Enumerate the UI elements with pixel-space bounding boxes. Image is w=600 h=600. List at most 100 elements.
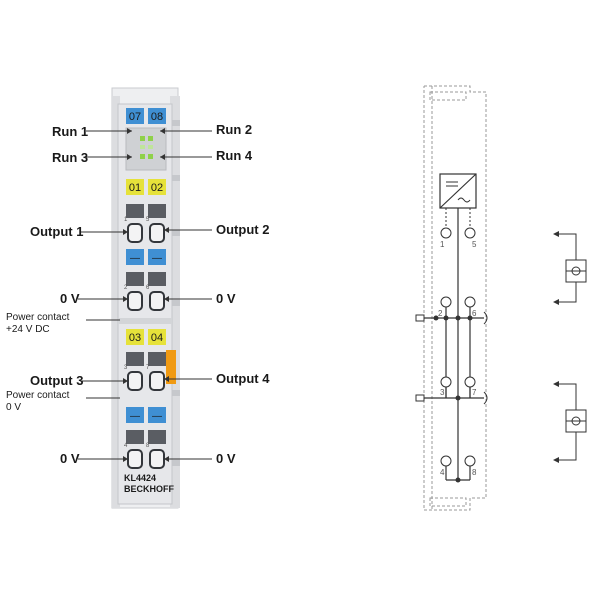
arrowhead xyxy=(164,376,169,382)
badge-dash-4-label: — xyxy=(152,411,162,422)
release-tab[interactable] xyxy=(166,350,176,384)
pin-label-2: 2 xyxy=(124,285,128,291)
spring-clamp-8[interactable] xyxy=(149,449,165,469)
clamp-slot xyxy=(126,352,144,366)
badge-04 xyxy=(148,329,166,345)
clamp-slot xyxy=(126,204,144,218)
notch xyxy=(172,300,180,306)
badge-04-label: 04 xyxy=(151,332,163,344)
load-1-wire-top xyxy=(556,233,577,260)
badge-08 xyxy=(148,108,166,124)
badge-01-label: 01 xyxy=(129,182,141,194)
clamp-block-1: 1 5 xyxy=(124,204,166,243)
label-run4: Run 4 xyxy=(216,148,253,163)
load-1-arrow-top xyxy=(553,231,559,237)
badge-01 xyxy=(126,179,144,195)
label-0v-left-2: 0 V xyxy=(60,451,80,466)
callout-lines xyxy=(78,130,212,460)
arrowhead xyxy=(164,456,169,462)
badge-dash-3-label: — xyxy=(130,411,140,422)
clamp-slot xyxy=(126,272,144,286)
terminal-8 xyxy=(464,455,476,467)
led-dim xyxy=(140,145,145,149)
terminal-4 xyxy=(440,455,452,467)
led-run2 xyxy=(148,136,153,141)
sch-pin-8: 8 xyxy=(472,468,477,477)
badge-dash-3 xyxy=(126,407,144,423)
pin-label-6: 6 xyxy=(146,285,150,291)
pin-label-5: 5 xyxy=(146,217,150,223)
schematic: 1 5 2 6 3 7 4 8 xyxy=(415,85,587,511)
label-run3: Run 3 xyxy=(52,150,88,165)
terminal-2 xyxy=(440,296,452,308)
label-output2: Output 2 xyxy=(216,222,269,237)
clamp-slot xyxy=(148,204,166,218)
spring-clamp-6[interactable] xyxy=(149,291,165,311)
label-0v-right-2: 0 V xyxy=(216,451,236,466)
outline-bottom-tab xyxy=(429,497,467,507)
load-1-wire-bottom xyxy=(556,282,577,303)
pin-label-3: 3 xyxy=(124,365,128,371)
callout-arrowheads xyxy=(123,128,169,462)
spring-clamp-7[interactable] xyxy=(149,371,165,391)
outline-path xyxy=(423,85,487,511)
terminal-7 xyxy=(464,376,476,388)
pin-label-8: 8 xyxy=(146,443,150,449)
labels: Run 1 Run 3 Run 2 Run 4 Output 1 Output … xyxy=(6,122,270,466)
led-window xyxy=(125,127,167,171)
label-power-0v-line2: 0 V xyxy=(6,402,21,413)
contact-left-0v xyxy=(415,394,425,402)
badge-dash-4 xyxy=(148,407,166,423)
junction xyxy=(455,315,461,321)
converter-symbol-wave xyxy=(457,197,471,203)
spring-clamp-4[interactable] xyxy=(127,449,143,469)
label-run2: Run 2 xyxy=(216,122,252,137)
badge-03 xyxy=(126,329,144,345)
sch-pin-6: 6 xyxy=(472,309,477,318)
junction xyxy=(467,315,473,321)
junction xyxy=(443,315,449,321)
label-power-0v-line1: Power contact xyxy=(6,390,70,401)
terminal-3 xyxy=(440,376,452,388)
outline-top-tab xyxy=(429,91,467,101)
notch xyxy=(172,460,180,466)
junction xyxy=(433,315,439,321)
arrowhead xyxy=(127,128,132,134)
brand-label: BECKHOFF xyxy=(124,484,174,494)
clamp-slot xyxy=(148,272,166,286)
model-label: KL4424 xyxy=(124,473,156,483)
badge-03-label: 03 xyxy=(129,332,141,344)
load-1-arrow-bottom xyxy=(553,299,559,305)
arrowhead xyxy=(123,378,128,384)
converter-diagonal xyxy=(439,173,477,209)
arrowhead xyxy=(123,456,128,462)
notch xyxy=(172,120,180,126)
contact-left-24v xyxy=(415,314,425,322)
clamp-block-4: 4 8 xyxy=(124,430,166,469)
load-2 xyxy=(556,383,587,461)
badge-dash-1-label: — xyxy=(130,253,140,264)
label-run1: Run 1 xyxy=(52,124,88,139)
spring-clamp-3[interactable] xyxy=(127,371,143,391)
schematic-pin-numbers: 1 5 2 6 3 7 4 8 xyxy=(438,240,477,477)
schematic-outline xyxy=(423,85,487,511)
arrowhead xyxy=(123,229,128,235)
pin-label-4: 4 xyxy=(124,443,128,449)
pin-label-1: 1 xyxy=(124,217,128,223)
badge-07-label: 07 xyxy=(129,111,141,123)
spring-clamp-2[interactable] xyxy=(127,291,143,311)
junction xyxy=(455,477,461,483)
badge-08-label: 08 xyxy=(151,111,163,123)
load-2-wire-bottom xyxy=(556,432,577,461)
badge-02 xyxy=(148,179,166,195)
spring-clamp-5[interactable] xyxy=(149,223,165,243)
sch-pin-3: 3 xyxy=(440,388,445,397)
badge-dash-2-label: — xyxy=(152,253,162,264)
badge-dash-1 xyxy=(126,249,144,265)
led-run3 xyxy=(140,154,145,159)
spring-clamp-1[interactable] xyxy=(127,223,143,243)
label-power-24v-line2: +24 V DC xyxy=(6,324,50,335)
notch xyxy=(172,390,180,396)
badge-02-label: 02 xyxy=(151,182,163,194)
